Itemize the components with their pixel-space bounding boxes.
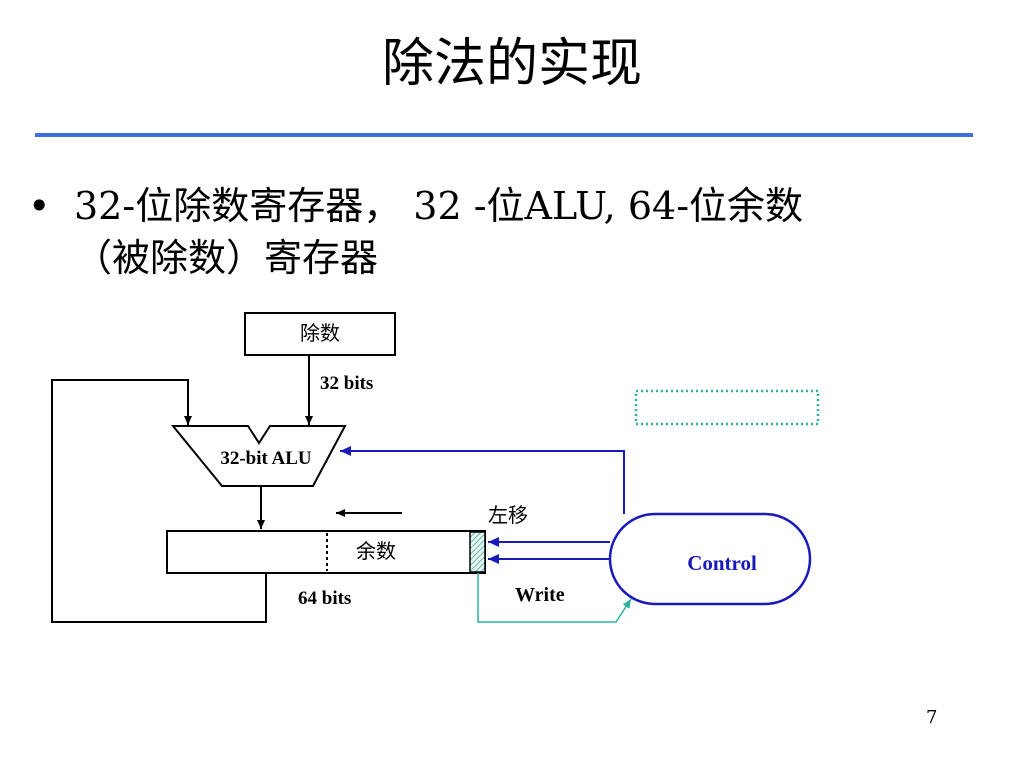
dotted-placeholder-box	[634, 389, 820, 426]
remainder-lsb-bit	[469, 531, 486, 573]
bullet-text-line-1: 32-位除数寄存器， 32 -位ALU, 64-位余数	[74, 184, 804, 228]
bullet-marker: •	[28, 184, 51, 228]
control-to-alu-line	[340, 446, 625, 514]
control-label: Control	[687, 551, 757, 575]
remainder-bits-label: 64 bits	[298, 588, 351, 609]
remainder-label: 余数	[356, 540, 396, 563]
divisor-bits-label: 32 bits	[320, 373, 373, 394]
page-number: 7	[926, 707, 938, 728]
write-label: Write	[515, 584, 565, 606]
divisor-register	[244, 312, 396, 356]
title-underline	[35, 133, 973, 137]
remainder-feedback-loop	[51, 379, 267, 623]
shift-left-label: 左移	[488, 504, 528, 527]
bullet-text-line-2: （被除数）寄存器	[74, 236, 379, 280]
divisor-label: 除数	[300, 322, 340, 345]
alu-label: 32-bit ALU	[220, 448, 312, 469]
slide-title: 除法的实现	[381, 34, 642, 94]
alu-shape	[170, 425, 347, 487]
write-test-line	[477, 573, 632, 623]
